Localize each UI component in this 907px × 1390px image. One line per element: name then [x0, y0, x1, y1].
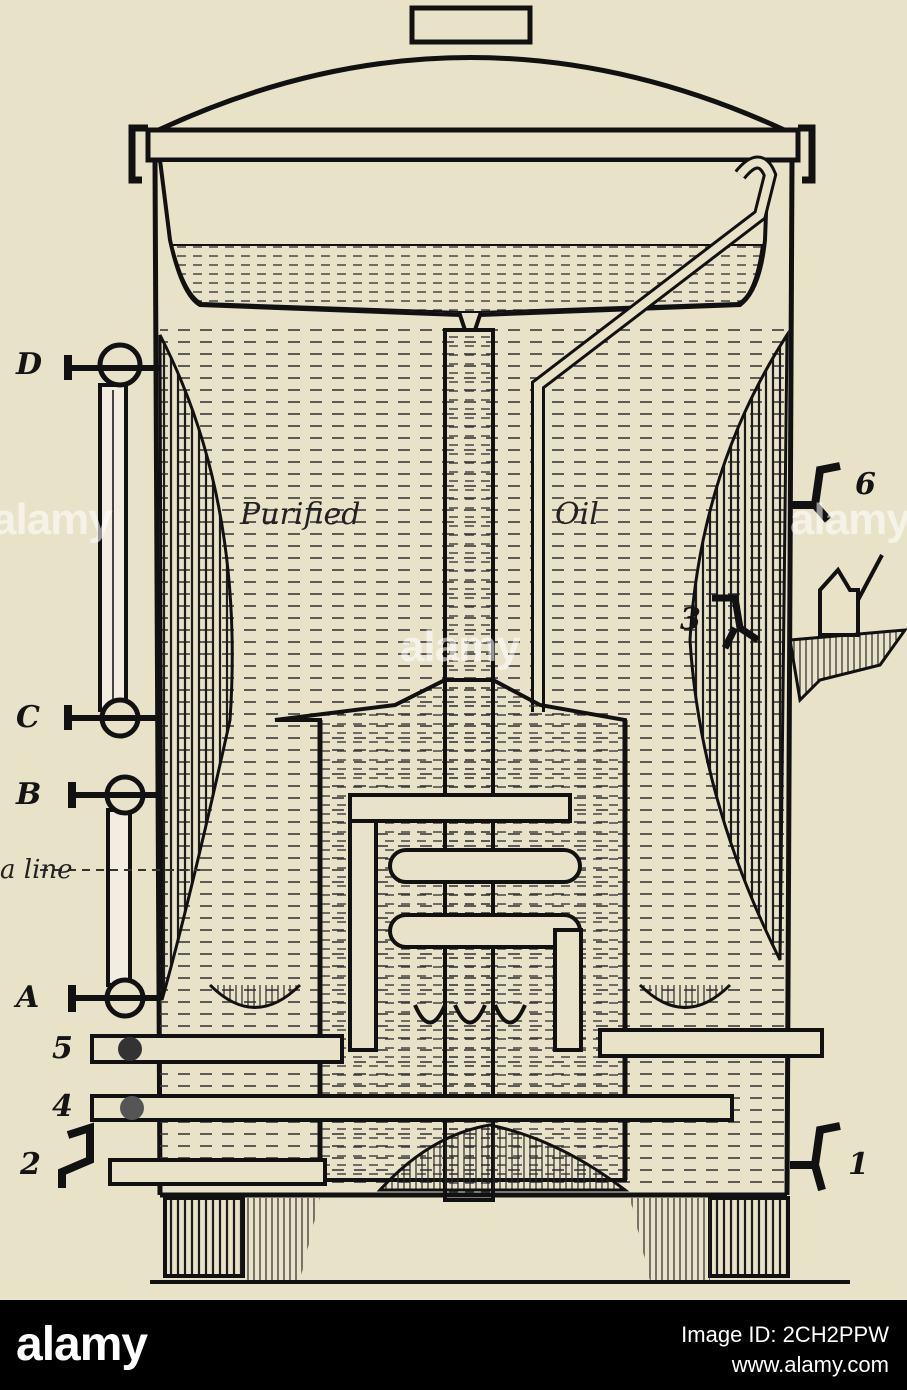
watermark-center: alamy — [400, 622, 521, 671]
pipe-4 — [90, 1094, 734, 1122]
lid-clip-left — [128, 124, 148, 184]
floor-shadow-right — [630, 1198, 710, 1280]
floor-shadow — [243, 1198, 320, 1280]
water-line-label: a line — [0, 855, 73, 885]
watermark-right: alamy — [790, 495, 907, 544]
coil-riser — [348, 793, 378, 1052]
lid-rim — [145, 127, 801, 163]
left-wall-cutaway — [158, 334, 234, 1001]
watermark-left: alamy — [0, 495, 113, 544]
oil-filter-drawing — [40, 5, 907, 1284]
lid-dome — [146, 55, 797, 138]
coil-drip-3 — [493, 1004, 527, 1025]
valve-4 — [120, 1096, 144, 1120]
oil-label: Oil — [555, 497, 599, 532]
base-block-left — [163, 1196, 245, 1278]
water-cup-left — [208, 983, 302, 1009]
label-A: A — [16, 980, 40, 1015]
tap-2 — [58, 1122, 94, 1188]
label-2: 2 — [20, 1147, 41, 1182]
label-6: 6 — [855, 467, 876, 502]
label-B: B — [16, 777, 42, 812]
label-C: C — [16, 700, 40, 735]
oil-can — [788, 554, 907, 704]
coil-turn-2 — [388, 913, 582, 949]
lid-handle — [409, 5, 533, 45]
oil-filter-engraving: Purified Oil D C B a line A 5 4 2 1 3 6 … — [0, 5, 907, 1284]
water-cup-right — [638, 983, 732, 1009]
lid-clip-right — [798, 124, 816, 184]
coil-drop — [553, 928, 583, 1052]
pipe-2-body — [108, 1158, 327, 1186]
base-block-right — [708, 1196, 790, 1278]
stock-footer-bar — [0, 1300, 907, 1390]
outer-wall-left — [152, 159, 163, 1196]
can-bracket — [788, 628, 907, 704]
valve-5 — [118, 1037, 142, 1061]
pipe-4-body — [90, 1094, 734, 1122]
right-wall-cutaway — [688, 329, 789, 961]
coil-top — [348, 793, 572, 823]
label-1: 1 — [848, 1147, 869, 1182]
outer-wall-right — [784, 159, 795, 1196]
filter-pan — [157, 158, 771, 332]
gauge-lower-tube — [106, 808, 132, 987]
label-4: 4 — [52, 1089, 73, 1124]
pipe-2 — [58, 1122, 327, 1188]
pipe-5-right — [598, 1028, 824, 1058]
label-5: 5 — [52, 1031, 73, 1066]
brand-logo: alamy — [16, 1318, 148, 1371]
pan-oil — [170, 244, 764, 313]
sediment-heap — [376, 1123, 630, 1192]
gauge-glass-upper — [64, 342, 160, 739]
site-url: www.alamy.com — [731, 1352, 889, 1377]
tap-6 — [792, 462, 841, 523]
label-D: D — [16, 347, 43, 382]
steam-coil — [348, 793, 583, 1052]
label-3: 3 — [680, 602, 701, 637]
gauge-glass-lower — [68, 774, 160, 1019]
oil-can-body — [818, 566, 860, 637]
coil-turn-1 — [388, 848, 582, 884]
purified-label: Purified — [240, 497, 361, 532]
coil-drip-1 — [413, 1004, 447, 1025]
syphon-pipe-inner — [534, 158, 775, 712]
image-id: Image ID: 2CH2PPW — [681, 1322, 889, 1347]
tap-1 — [790, 1122, 841, 1192]
oil-can-spout — [856, 554, 884, 601]
tank-lid — [128, 5, 816, 184]
coil-drip-2 — [453, 1004, 487, 1025]
tap-3 — [712, 594, 760, 650]
pipe-5 — [90, 1028, 824, 1064]
